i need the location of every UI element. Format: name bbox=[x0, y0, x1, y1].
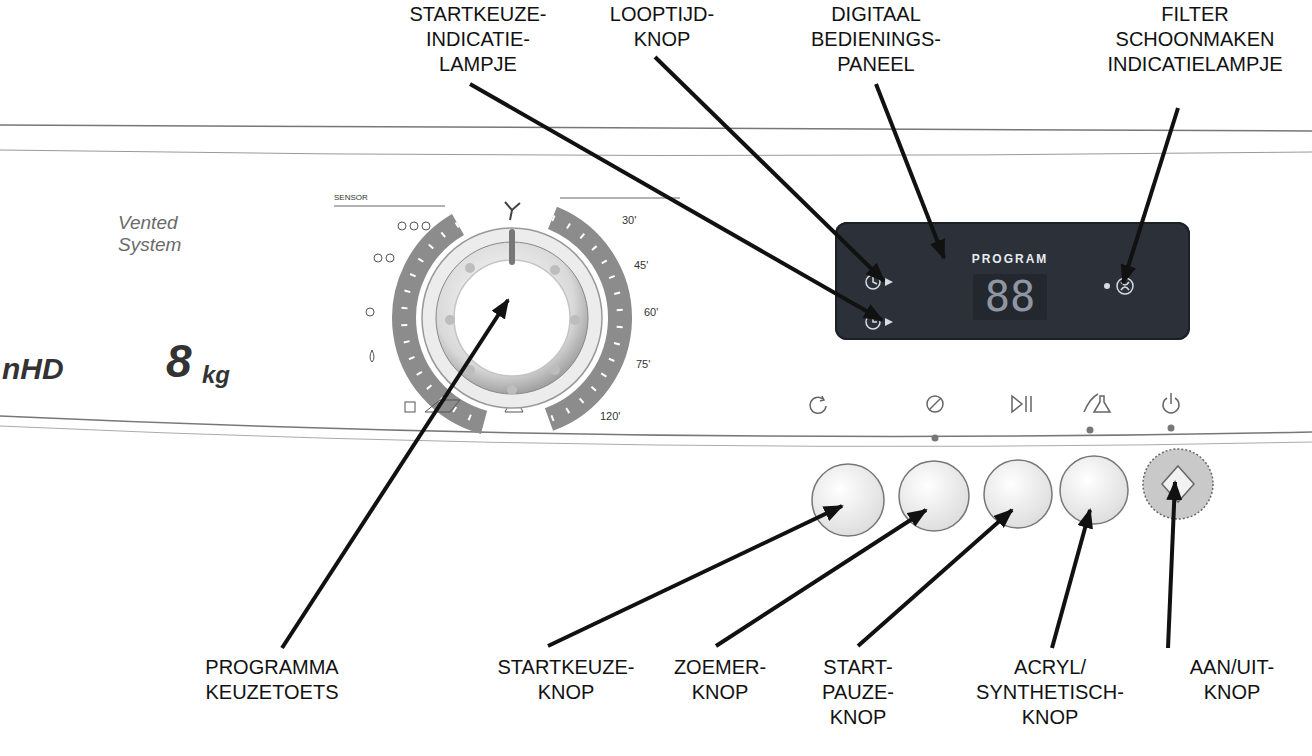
callout-label: PROGRAMMA KEUZETOETS bbox=[205, 655, 338, 705]
time-mark: 45' bbox=[634, 259, 648, 272]
callout-label: FILTER SCHOONMAKEN INDICATIELAMPJE bbox=[1107, 2, 1282, 77]
capacity-number: 8 bbox=[166, 336, 192, 386]
time-mark: 120' bbox=[600, 410, 620, 423]
brand-text: Vented System bbox=[118, 212, 181, 256]
callout-label: START- PAUZE- KNOP bbox=[822, 655, 894, 730]
callout-label: ACRYL/ SYNTHETISCH- KNOP bbox=[976, 655, 1124, 730]
time-mark: 75' bbox=[636, 358, 650, 371]
callout-label: AAN/UIT- KNOP bbox=[1190, 655, 1274, 705]
display-label: PROGRAM bbox=[972, 252, 1049, 266]
callout-label: STARTKEUZE- KNOP bbox=[497, 655, 634, 705]
callout-label: LOOPTIJD- KNOP bbox=[610, 2, 714, 52]
scale-label: SENSOR bbox=[334, 193, 368, 203]
brand-text: nHD bbox=[2, 352, 64, 386]
time-mark: 60' bbox=[644, 306, 658, 319]
callout-label: STARTKEUZE- INDICATIE- LAMPJE bbox=[409, 2, 546, 77]
callout-label: ZOEMER- KNOP bbox=[674, 655, 766, 705]
capacity-unit: kg bbox=[202, 361, 230, 389]
callout-label: DIGITAAL BEDIENINGS- PANEEL bbox=[811, 2, 941, 77]
display-digits: 88 bbox=[985, 272, 1036, 321]
time-mark: 30' bbox=[622, 214, 636, 227]
